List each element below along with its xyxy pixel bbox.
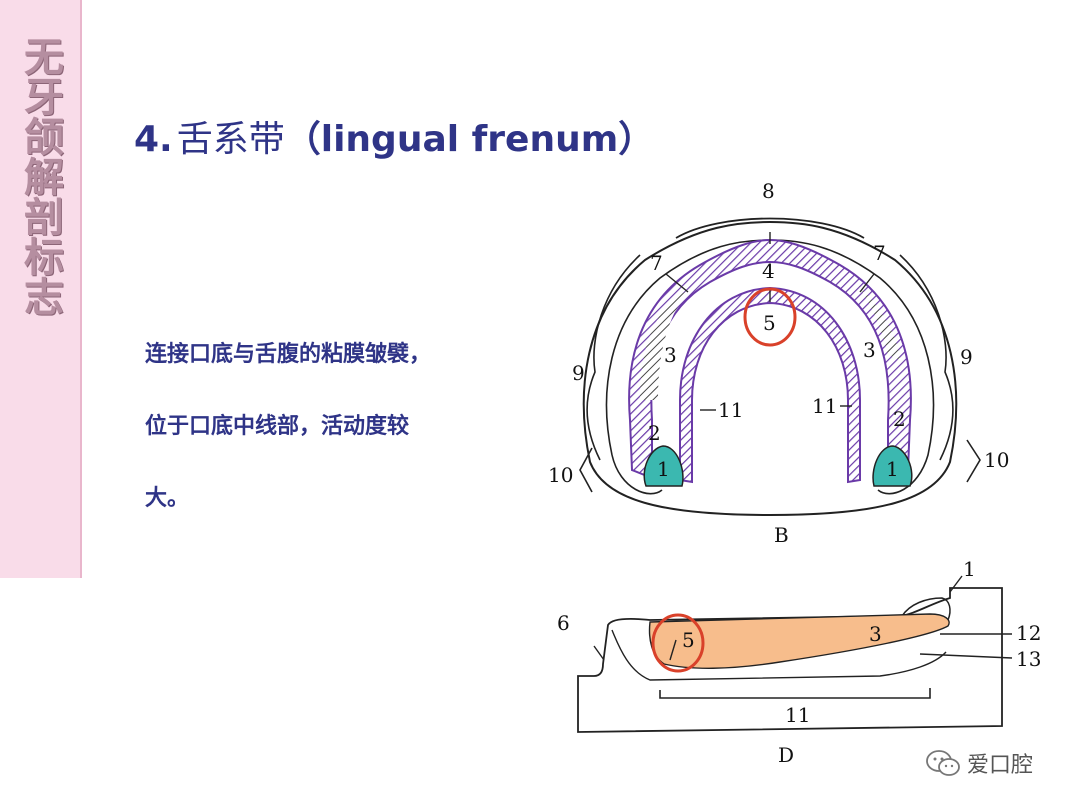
label-2-left: 2 xyxy=(648,421,661,445)
label-5: 5 xyxy=(763,311,776,335)
label-9-left: 9 xyxy=(572,361,585,385)
base-outline xyxy=(582,220,958,517)
description-line-3: 大。 xyxy=(145,485,190,511)
title-number: 4. xyxy=(134,119,173,160)
label-10-left: 10 xyxy=(548,463,573,487)
label-d-1: 1 xyxy=(963,557,976,581)
description-text: 连接口底与舌腹的粘膜皱襞， 位于口底中线部，活动度较 大。 xyxy=(145,318,535,534)
bracket-10-left xyxy=(579,447,593,493)
title-chinese: 舌系带 xyxy=(176,119,285,160)
retromolar-pad-right xyxy=(872,445,913,487)
label-2-right: 2 xyxy=(893,407,906,431)
label-8: 8 xyxy=(762,179,775,203)
label-11-right: 11 xyxy=(812,394,837,418)
label-d-6: 6 xyxy=(557,611,570,635)
label-d-11: 11 xyxy=(785,703,810,727)
label-7-right: 7 xyxy=(873,241,886,265)
bracket-9-left xyxy=(586,254,641,461)
bracket-9-right xyxy=(899,254,954,461)
description-line-1: 连接口底与舌腹的粘膜皱襞， xyxy=(145,341,432,367)
hatched-zone-left xyxy=(640,290,688,400)
slide-title: 4.舌系带（lingual frenum） xyxy=(134,110,654,162)
label-1-left: 1 xyxy=(657,457,670,481)
highlight-circle-b xyxy=(743,287,797,347)
bracket-10-right xyxy=(966,439,981,483)
label-d-12: 12 xyxy=(1016,621,1041,645)
label-11-left: 11 xyxy=(718,398,743,422)
title-english: （lingual frenum） xyxy=(284,119,655,160)
watermark-text: 爱口腔 xyxy=(967,753,1034,778)
flange-outline-left xyxy=(611,454,663,495)
retromolar-pad-left xyxy=(643,445,684,487)
label-3-left: 3 xyxy=(664,343,677,367)
bracket-8 xyxy=(675,217,865,239)
diagram-b: 8 7 7 4 5 3 3 9 9 11 11 2 2 1 1 10 10 B xyxy=(548,179,1009,547)
retromolar-pad-d xyxy=(901,597,951,621)
label-d-13: 13 xyxy=(1016,647,1041,671)
label-4: 4 xyxy=(762,259,775,283)
label-d-5: 5 xyxy=(682,628,695,652)
watermark: 爱口腔 xyxy=(925,745,1033,781)
label-7-left: 7 xyxy=(650,251,663,275)
label-d-3: 3 xyxy=(869,622,882,646)
highlight-circle-d xyxy=(651,613,705,673)
label-9-right: 9 xyxy=(960,345,973,369)
description-line-2: 位于口底中线部，活动度较 xyxy=(145,413,410,439)
caption-b: B xyxy=(774,523,789,547)
sidebar: 无牙颌解剖标志 xyxy=(0,0,82,578)
label-10-right: 10 xyxy=(984,448,1009,472)
sidebar-title: 无牙颌解剖标志 xyxy=(17,36,64,316)
hatched-zone-right xyxy=(858,285,900,360)
diagram-d: 1 6 5 3 12 13 11 D xyxy=(557,557,1041,767)
floor-contour xyxy=(611,629,947,681)
label-3-right: 3 xyxy=(863,338,876,362)
wechat-icon xyxy=(926,750,960,776)
lingual-flange xyxy=(679,286,861,484)
caption-d: D xyxy=(778,743,794,767)
bracket-11 xyxy=(659,688,931,699)
flange-outline xyxy=(605,239,935,495)
label-1-right: 1 xyxy=(886,457,899,481)
